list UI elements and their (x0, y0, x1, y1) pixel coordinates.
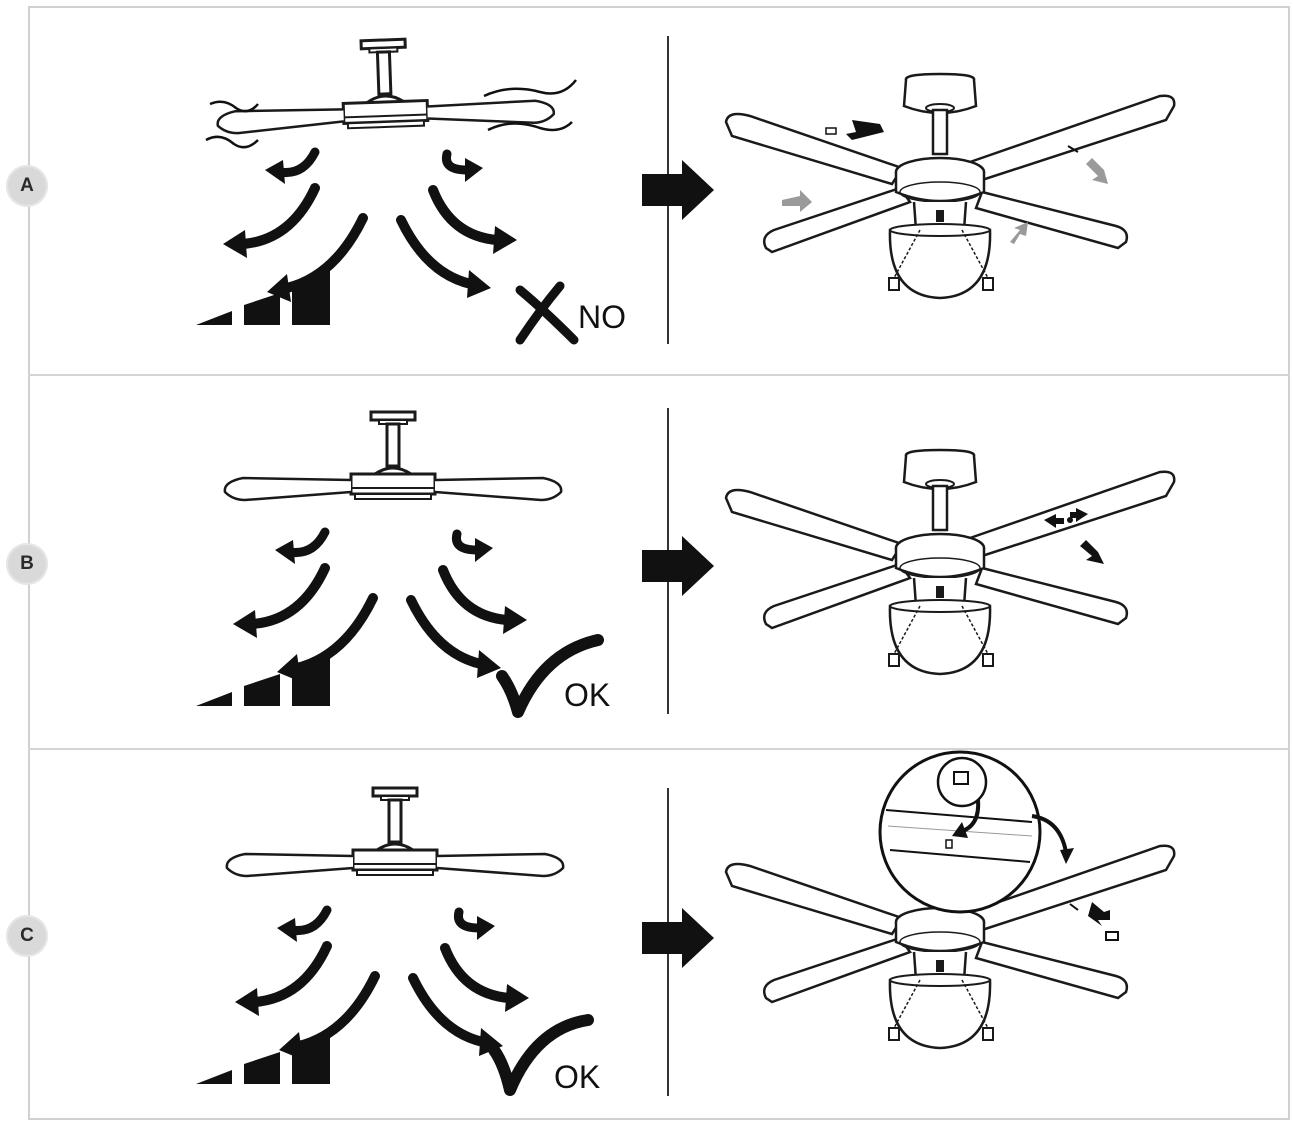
next-step-arrow-icon (642, 536, 714, 596)
row-divider-ab (28, 374, 1290, 376)
row-c-airflow-arrows (235, 910, 529, 1060)
next-step-arrow-icon (642, 908, 714, 968)
row-badge-b: B (6, 543, 48, 585)
row-a-airflow-arrows (223, 152, 517, 302)
row-c-fan-side-view (225, 786, 565, 878)
wobble-lines-icon (205, 79, 577, 149)
row-badge-c: C (6, 915, 48, 957)
row-b-ceiling-fan-perspective (724, 448, 1176, 676)
check-mark-icon-b (496, 634, 604, 718)
check-mark-icon-c (488, 1014, 594, 1096)
verdict-label-b: OK (564, 677, 610, 713)
zoom-callout (878, 750, 1074, 914)
next-step-arrow-icon (642, 160, 714, 220)
row-a-fan-side-view (213, 32, 556, 136)
row-badge-a: A (6, 165, 48, 207)
blade-screw-arrows-icon (1044, 508, 1104, 564)
row-b-fan-side-view (223, 410, 563, 502)
cross-mark-icon (515, 281, 579, 345)
row-a-ceiling-fan-perspective (724, 72, 1176, 300)
verdict-label-a: NO (578, 299, 626, 335)
blade-screw-arrows-icon (782, 120, 1108, 244)
blade-clip-arrow-icon (1069, 902, 1119, 941)
row-b-airflow-arrows (233, 532, 527, 682)
verdict-label-c: OK (554, 1059, 600, 1095)
row-divider-bc (28, 748, 1290, 750)
